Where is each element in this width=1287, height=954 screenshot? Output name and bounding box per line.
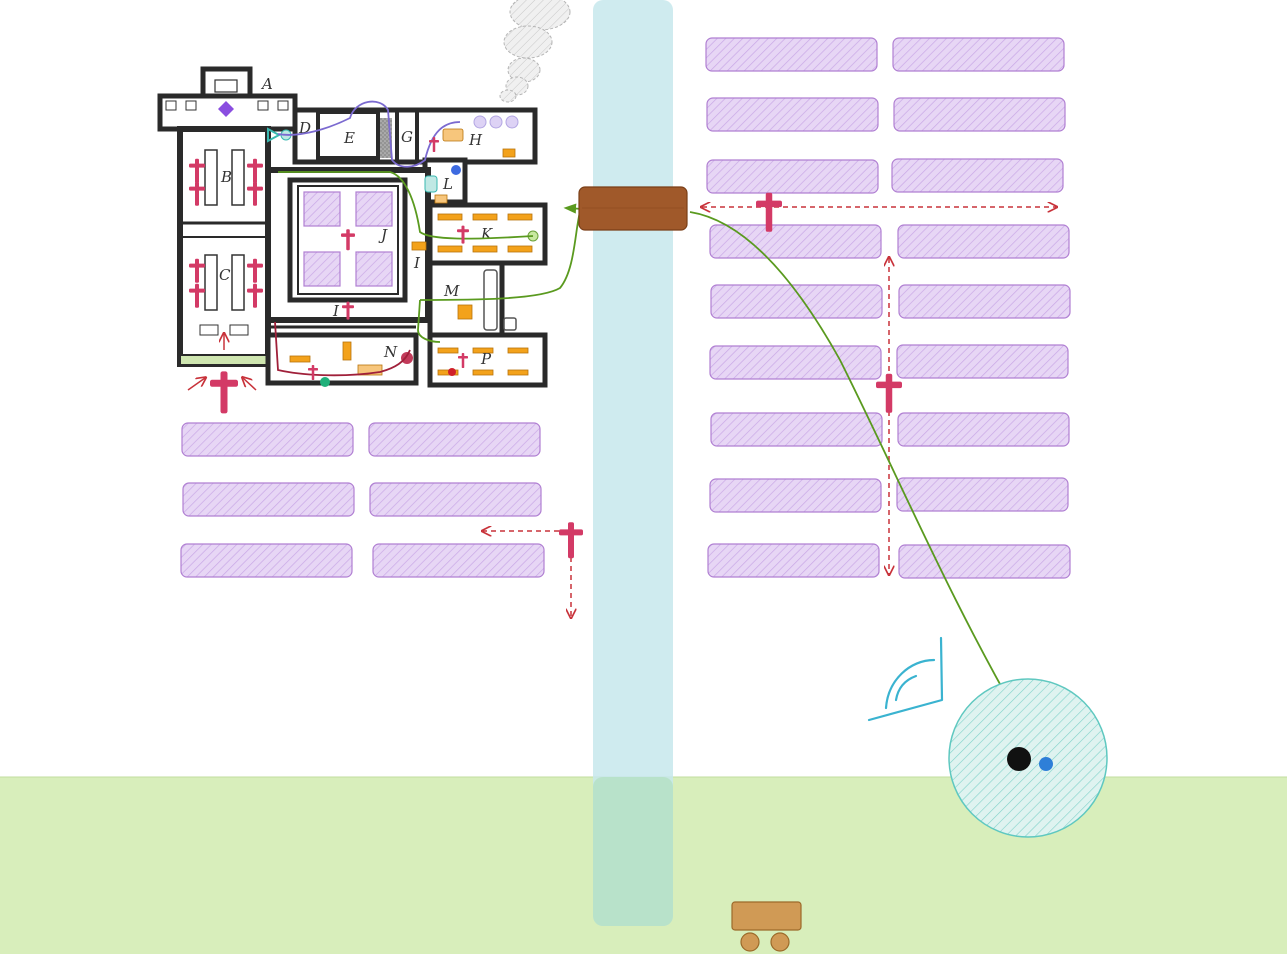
garden-plot[interactable] — [710, 284, 883, 319]
cross-icon — [457, 225, 469, 244]
garden-plot[interactable] — [181, 422, 354, 457]
smoke-cloud-icon — [499, 0, 571, 103]
garden-plot[interactable] — [706, 159, 879, 194]
cross-icon — [247, 283, 263, 308]
black-dot-marker — [1007, 747, 1031, 771]
garden-plot[interactable] — [891, 158, 1064, 193]
route-crimson — [274, 321, 411, 377]
room-label: I — [332, 302, 340, 320]
room-label: A — [260, 75, 273, 93]
garden-plot[interactable] — [709, 224, 882, 259]
diamond-marker-icon — [218, 101, 234, 117]
cross-icon — [189, 181, 205, 206]
room-label: M — [443, 282, 460, 300]
floor-plan: A B C D E G H I I J K L M N P — [157, 66, 548, 388]
green-dot-marker — [320, 377, 330, 387]
furniture — [289, 128, 533, 376]
route-green — [419, 211, 1027, 731]
room-label: K — [480, 225, 493, 243]
garden-plot[interactable] — [368, 422, 541, 457]
cross-icon — [341, 229, 355, 251]
cross-icon — [308, 365, 318, 380]
garden-plot[interactable] — [707, 543, 880, 578]
cross-icon — [756, 192, 782, 232]
cloister-garden-plot — [355, 191, 393, 227]
cross-icon — [189, 258, 205, 283]
room-label: I — [413, 254, 421, 272]
garden-plot[interactable] — [709, 345, 882, 380]
route-green-inner — [278, 171, 534, 343]
cross-icon — [189, 283, 205, 308]
garden-plot[interactable] — [893, 97, 1066, 132]
garden-plot[interactable] — [898, 284, 1071, 319]
room-label: L — [442, 175, 453, 193]
cross-icon — [876, 373, 902, 413]
triangle-marker-icon — [267, 127, 282, 143]
room-label: C — [219, 266, 231, 284]
cross-icon — [429, 137, 439, 152]
garden-plot[interactable] — [897, 224, 1070, 259]
cross-icon — [342, 301, 354, 320]
garden-plot[interactable] — [896, 344, 1069, 379]
garden-plot[interactable] — [892, 37, 1065, 72]
garden-plot[interactable] — [710, 412, 883, 447]
cross-icon — [559, 522, 583, 559]
garden-plot[interactable] — [705, 37, 878, 72]
cross-icon — [189, 158, 205, 183]
cross-icon — [247, 258, 263, 283]
garden-plot[interactable] — [898, 544, 1071, 579]
garden-plot[interactable] — [897, 412, 1070, 447]
room-label: E — [343, 129, 355, 147]
blue-dot-marker — [1039, 757, 1053, 771]
cloister-garden-plot — [303, 251, 341, 287]
garden-plot[interactable] — [896, 477, 1069, 512]
blue-dot-marker — [451, 165, 461, 175]
garden-plots — [180, 37, 1071, 579]
cloister-garden-plot — [355, 251, 393, 287]
cross-icon — [210, 371, 238, 414]
garden-plot[interactable] — [182, 482, 355, 517]
cross-icon — [458, 353, 468, 368]
iron-icon[interactable] — [867, 636, 944, 722]
room-label: N — [383, 343, 398, 361]
garden-plot[interactable] — [706, 97, 879, 132]
room-label: B — [220, 168, 232, 186]
room-label: J — [378, 226, 388, 244]
cart-icon[interactable] — [731, 901, 802, 952]
cross-markers — [189, 137, 902, 559]
garden-plot[interactable] — [180, 543, 353, 578]
cross-icon — [247, 181, 263, 206]
cloister-garden-plot — [303, 191, 341, 227]
room-label: H — [468, 131, 483, 149]
room-label: P — [480, 350, 492, 368]
garden-plot[interactable] — [369, 482, 542, 517]
river — [593, 0, 673, 926]
garden-plot[interactable] — [372, 543, 545, 578]
cross-icon — [247, 158, 263, 183]
garden-plot[interactable] — [709, 478, 882, 513]
room-label: G — [401, 128, 413, 146]
